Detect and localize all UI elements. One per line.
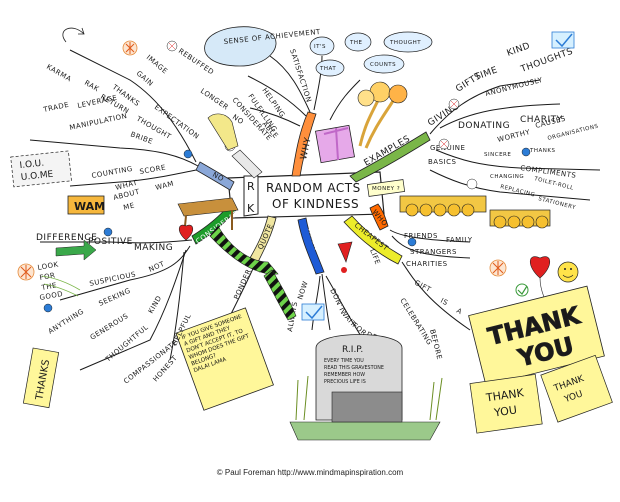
bubble-its: IT'S: [314, 44, 326, 50]
label-anonymously: ANONYMOUSLY: [485, 76, 544, 98]
bubble-thought: THOUGHT: [389, 40, 421, 46]
gravestone-epitaph-1: EVERY TIME YOU: [324, 358, 364, 364]
tools-illustration: [207, 113, 263, 179]
cheapest-topics: GIFT IS A: [413, 279, 463, 317]
label-trade: TRADE: [42, 101, 70, 114]
examples-topics: GIVING GIFTS TIME KIND THOUGHTS ANONYMOU…: [426, 41, 599, 211]
label-family: FAMILY: [446, 236, 473, 244]
gift-flowers-illustration: [315, 81, 408, 164]
branch-label-why: WHY: [299, 136, 313, 160]
label-kind: KIND: [506, 41, 532, 59]
label-before: BEFORE: [428, 329, 443, 361]
label-image: IMAGE: [145, 53, 169, 75]
label-bribe: BRIBE: [129, 130, 154, 146]
iou-line2: U.O.ME: [20, 170, 54, 183]
thought-bubbles: IT'S THE THOUGHT THAT COUNTS: [309, 31, 433, 77]
branch-quote: QUOTE: [249, 215, 277, 263]
label-wam: WAM: [155, 180, 175, 192]
label-changing: CHANGING: [490, 174, 524, 180]
label-not: NOT: [148, 260, 167, 274]
quote-card: IF YOU GIVE SOMEONE A GIFT AND THEY DON'…: [175, 307, 274, 411]
label-longer: LONGER: [199, 87, 230, 112]
label-friends: FRIENDS: [404, 232, 438, 240]
credit-line: © Paul Foreman http://www.mindmapinspira…: [216, 468, 404, 477]
thank-you-card2-line1: THANK: [484, 386, 525, 404]
label-charities: CHARITIES: [406, 260, 448, 268]
label-me: ME: [123, 201, 136, 212]
thank-you-card2-line2: YOU: [492, 403, 517, 419]
label-the2: THE: [40, 281, 58, 292]
bubble-counts: COUNTS: [370, 62, 396, 68]
label-donating: DONATING: [458, 121, 510, 131]
label-generous: GENEROUS: [89, 312, 130, 342]
label-time: TIME: [473, 65, 500, 83]
thank-you-cards: THANK YOU THANK YOU THANK YOU THANKS: [22, 285, 613, 434]
wam-box-label: WAM: [74, 200, 105, 213]
iou-note: I.O.U. U.O.ME: [10, 150, 72, 188]
label-celebrating: CELEBRATING: [398, 297, 433, 347]
label-money: MONEY ?: [372, 186, 400, 192]
label-genuine: GENUINE: [430, 144, 465, 152]
gravestone-epitaph-4: PRECIOUS LIFE IS: [324, 379, 366, 385]
connector-lines: [29, 49, 601, 371]
label-replacing: REPLACING: [500, 184, 536, 198]
label-positive: POSITIVE: [88, 237, 133, 247]
gravestone-epitaph-3: REMEMBER HOW: [324, 372, 365, 378]
label-gift: GIFT: [413, 279, 433, 294]
label-organisations: ORGANISATIONS: [547, 123, 599, 141]
label-seeking: SEEKING: [98, 287, 132, 308]
central-topic: R K RANDOM ACTS OF KINDNESS: [227, 171, 385, 219]
bubble-the: THE: [349, 40, 362, 46]
label-charity: CHARITY: [520, 115, 563, 125]
branch-when: WHEN: [297, 217, 325, 275]
label-kind2: KIND: [147, 294, 164, 315]
center-abbr-r: R: [247, 180, 255, 193]
label-basics: BASICS: [428, 158, 456, 166]
no-topics: REBUFFED LONGER NO IMAGE GAIN THANKS EXP…: [42, 47, 245, 212]
center-title-line2: OF KINDNESS: [272, 197, 359, 211]
exclamation-mark-icon: [337, 241, 353, 273]
label-sincere: SINCERE: [484, 152, 511, 158]
money-illustration: MONEY ?: [366, 179, 551, 229]
gravestone-epitaph-2: READ THIS GRAVESTONE: [324, 365, 384, 371]
label-satisfaction: SATISFACTION: [288, 48, 313, 103]
label-ponder: PONDER: [233, 268, 254, 301]
gravestone-rip: R.I.P.: [342, 345, 363, 355]
who-topics: FRIENDS FAMILY STRANGERS CHARITIES: [404, 232, 473, 268]
center-title-line1: RANDOM ACTS: [266, 181, 361, 195]
label-a: A: [455, 307, 463, 317]
center-abbr-k: K: [247, 202, 255, 215]
label-is: IS: [439, 297, 449, 308]
scarf-illustration: [209, 225, 297, 321]
label-thanks: THANKS: [529, 148, 555, 154]
label-leverage: LEVERAGE: [77, 94, 118, 110]
label-manipulation: MANIPULATION: [69, 112, 128, 132]
label-difference: DIFFERENCE: [36, 233, 97, 243]
branch-no: NO: [195, 161, 235, 191]
wam-box: WAM: [67, 195, 105, 215]
iou-line1: I.O.U.: [19, 159, 44, 172]
decorations: [17, 27, 579, 321]
branch-who: WHO: [369, 203, 389, 231]
branch-why: WHY: [291, 111, 317, 177]
label-now: NOW: [296, 280, 310, 301]
label-compliments: COMPLIMENTS: [520, 164, 577, 180]
gravestone-illustration: R.I.P. EVERY TIME YOU READ THIS GRAVESTO…: [289, 334, 443, 441]
label-anything: ANYTHING: [47, 307, 86, 335]
label-score: SCORE: [139, 163, 167, 176]
label-strangers: STRANGERS: [410, 248, 457, 256]
label-making: MAKING: [134, 243, 173, 253]
label-karma: KARMA: [45, 63, 73, 84]
bubble-that: THAT: [319, 66, 336, 72]
label-counting: COUNTING: [91, 165, 134, 180]
label-look: LOOK: [37, 260, 59, 272]
label-rak: RAK: [83, 79, 100, 94]
